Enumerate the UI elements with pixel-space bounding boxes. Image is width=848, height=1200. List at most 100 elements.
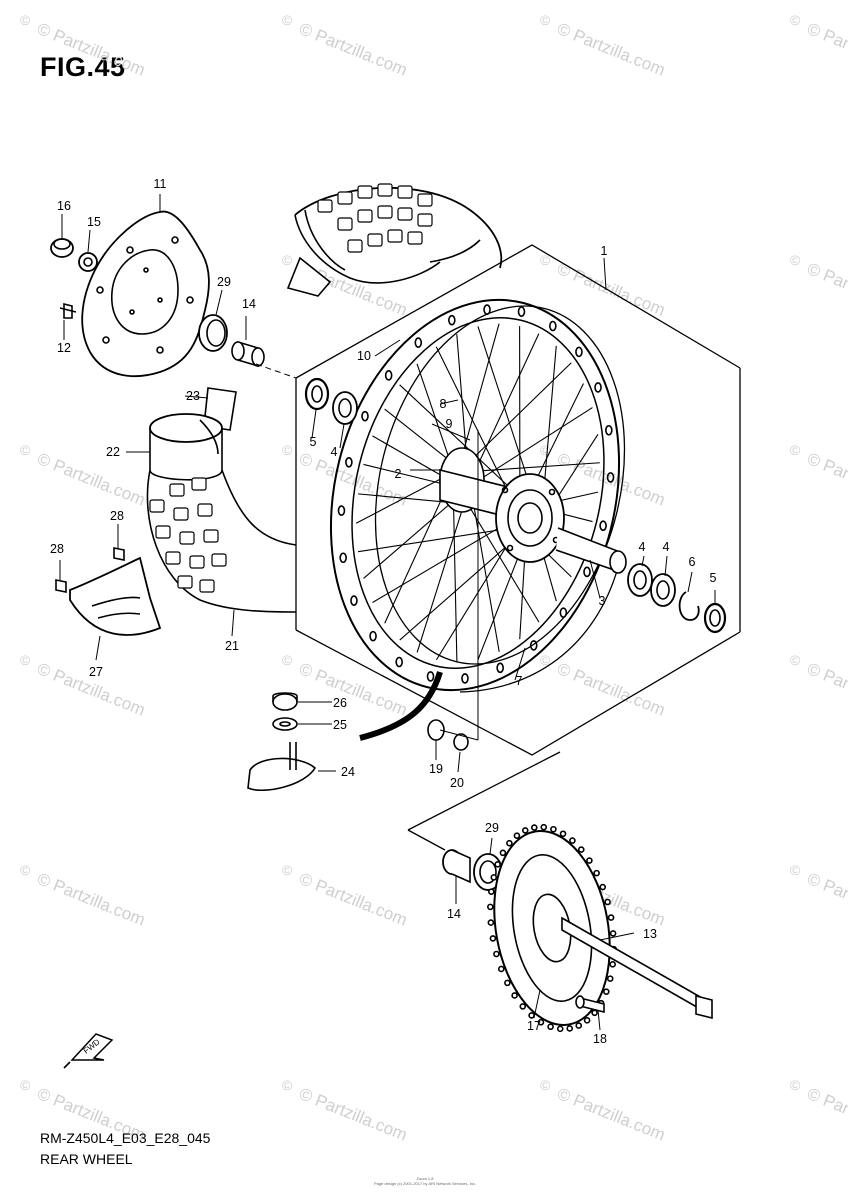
spoke-washer-20 xyxy=(453,733,469,751)
sprocket-tooth xyxy=(521,827,529,834)
sprocket-tooth xyxy=(609,961,616,968)
spoke xyxy=(473,407,593,485)
callout-26: 26 xyxy=(333,696,347,710)
sprocket-tooth xyxy=(550,825,557,833)
sprocket-tooth xyxy=(547,1023,554,1031)
sprocket-tooth xyxy=(504,979,511,987)
callout-5: 5 xyxy=(710,571,717,585)
watermark-symbol: © xyxy=(540,1077,551,1093)
callout-18: 18 xyxy=(593,1032,607,1046)
watermark-symbol: © xyxy=(20,12,31,28)
rim-hole xyxy=(605,424,613,436)
watermark-text: © Partzilla.com xyxy=(35,19,148,80)
rim-hole xyxy=(594,382,602,393)
watermark-symbol: © xyxy=(540,652,551,668)
tire xyxy=(286,183,503,297)
rim-hole xyxy=(461,673,469,684)
callout-16: 16 xyxy=(57,199,71,213)
callout-22: 22 xyxy=(106,445,120,459)
rim-hole xyxy=(350,595,358,606)
watermark-symbol: © xyxy=(790,1077,801,1093)
axle-13 xyxy=(561,916,713,1020)
collar-29-left xyxy=(198,314,228,352)
sprocket-tooth xyxy=(490,874,498,881)
sprocket-tooth xyxy=(528,1012,535,1019)
sprocket-tooth xyxy=(556,1025,564,1033)
watermark-symbol: © xyxy=(790,652,801,668)
sprocket-tooth xyxy=(575,1022,583,1029)
watermark-symbol: © xyxy=(282,1077,293,1093)
rim-lock-24 xyxy=(247,742,317,792)
watermark-symbol: © xyxy=(540,442,551,458)
rim-hole xyxy=(337,505,346,516)
watermark-symbol: © xyxy=(20,442,31,458)
rim-hole xyxy=(549,320,557,332)
rim-hole xyxy=(426,671,435,682)
watermark-text: © Partzilla.com xyxy=(35,869,148,930)
watermark-text: © Partzilla.com xyxy=(35,449,148,510)
watermark-symbol: © xyxy=(540,252,551,268)
callout-3: 3 xyxy=(599,594,606,608)
sprocket-tooth xyxy=(599,883,607,891)
cover-bolt-28a xyxy=(113,547,125,561)
watermark-text: © Partzilla.com xyxy=(805,869,848,930)
watermark-text: © Partzilla.com xyxy=(805,19,848,80)
tire-21 xyxy=(146,469,297,613)
callout-29: 29 xyxy=(485,821,499,835)
rim-lock-nut-26 xyxy=(272,692,298,711)
spoke xyxy=(452,488,458,663)
sprocket-bolt-18 xyxy=(575,995,605,1014)
rim-hole xyxy=(369,630,377,642)
model-code: RM-Z450L4_E03_E28_045 xyxy=(40,1130,211,1146)
sprocket-group-frame xyxy=(407,751,561,851)
circlip-6 xyxy=(678,591,700,621)
sprocket-tooth xyxy=(607,914,615,921)
disc-cover-27 xyxy=(69,556,162,636)
watermark-symbol: © xyxy=(20,862,31,878)
rim-spoke-holes xyxy=(337,304,615,684)
rim-hole xyxy=(496,662,504,674)
rim-hole xyxy=(339,552,347,564)
sprocket-tooth xyxy=(593,869,600,877)
watermark-symbol: © xyxy=(540,12,551,28)
callout-28: 28 xyxy=(110,509,124,523)
rim-hole xyxy=(361,410,369,422)
rim-hole xyxy=(559,607,568,618)
callout-12: 12 xyxy=(57,341,71,355)
watermark-text: © Partzilla.com xyxy=(297,19,410,80)
callout-8: 8 xyxy=(440,397,447,411)
callout-4: 4 xyxy=(331,445,338,459)
left-bearing-4 xyxy=(332,391,358,425)
watermark-symbol: © xyxy=(790,862,801,878)
rim-hole xyxy=(583,566,591,578)
footer-line-1: Zoom 1.8 xyxy=(416,1176,434,1181)
sprocket-tooth xyxy=(603,988,610,995)
callout-19: 19 xyxy=(429,762,443,776)
sprocket-tooth xyxy=(537,1018,545,1026)
callout-27: 27 xyxy=(89,665,103,679)
sprocket-tooth xyxy=(494,861,501,868)
watermark-symbol: © xyxy=(282,252,293,268)
disc-washer-15 xyxy=(78,252,98,272)
watermark-symbol: © xyxy=(282,12,293,28)
rim-hole xyxy=(448,314,456,326)
callout-9: 9 xyxy=(446,417,453,431)
cover-bolt-28b xyxy=(55,579,67,593)
watermark-symbol: © xyxy=(282,652,293,668)
spacer-14-lower xyxy=(442,849,471,884)
page-footer: Zoom 1.8 Page design (c) 2001-2017 by AR… xyxy=(340,1176,510,1186)
callout-1: 1 xyxy=(601,244,608,258)
callout-5: 5 xyxy=(310,435,317,449)
sprocket-tooth xyxy=(487,903,494,911)
rim xyxy=(329,298,626,693)
sprocket-tooth xyxy=(511,992,518,999)
sprocket-tooth xyxy=(583,1017,591,1024)
watermark-text: © Partzilla.com xyxy=(555,19,668,80)
sprocket-tooth xyxy=(519,1003,527,1010)
rim-hole xyxy=(529,640,538,651)
disc-bolt-12 xyxy=(59,302,77,319)
callout-24: 24 xyxy=(341,765,355,779)
watermark-text: © Partzilla.com xyxy=(555,659,668,720)
callout-28: 28 xyxy=(50,542,64,556)
